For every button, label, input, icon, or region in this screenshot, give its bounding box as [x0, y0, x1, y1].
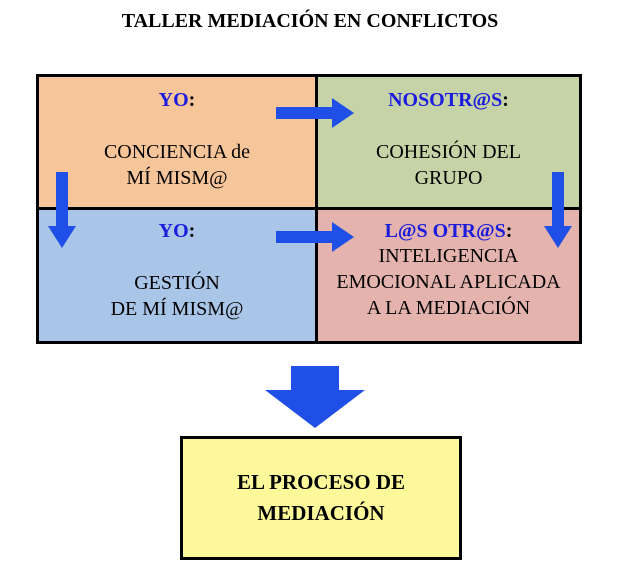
arrow-down-icon	[544, 172, 572, 248]
final-box-line: EL PROCESO DE	[236, 470, 406, 494]
heading-colon: :	[505, 220, 513, 242]
cell-body: COHESIÓN DEL GRUPO	[318, 139, 579, 191]
cell-heading: YO:	[39, 87, 315, 113]
heading-label: NOSOTR@S	[388, 89, 503, 111]
cell-heading: L@S OTR@S:	[318, 218, 579, 244]
cell-line: CONCIENCIA de	[103, 141, 251, 163]
arrow-right-icon	[276, 222, 354, 252]
arrow-right-icon	[276, 98, 354, 128]
cell-line: DE MÍ MISM@	[110, 298, 244, 320]
cell-line: GRUPO	[414, 167, 483, 189]
cell-line: EMOCIONAL APLICADA	[336, 271, 561, 293]
cell-yo-gestion: YO: GESTIÓN DE MÍ MISM@	[39, 210, 318, 341]
big-arrow-down-icon	[265, 366, 365, 428]
cell-heading: YO:	[39, 218, 315, 244]
heading-colon: :	[188, 220, 196, 242]
cell-body: CONCIENCIA de MÍ MISM@	[39, 139, 315, 191]
cell-body: INTELIGENCIA EMOCIONAL APLICADA A LA MED…	[318, 243, 579, 321]
final-process-box: EL PROCESO DE MEDIACIÓN	[180, 436, 462, 560]
cell-yo-conciencia: YO: CONCIENCIA de MÍ MISM@	[39, 77, 318, 210]
final-box-line: MEDIACIÓN	[257, 501, 385, 525]
final-box-text: EL PROCESO DE MEDIACIÓN	[237, 467, 405, 529]
cell-line: MÍ MISM@	[126, 167, 228, 189]
heading-label: YO	[158, 220, 189, 242]
cell-line: COHESIÓN DEL	[376, 141, 521, 163]
cell-line: GESTIÓN	[134, 272, 220, 294]
arrow-down-icon	[48, 172, 76, 248]
heading-label: YO	[158, 89, 189, 111]
heading-colon: :	[502, 89, 509, 111]
cell-line: A LA MEDIACIÓN	[366, 297, 531, 319]
cell-heading: NOSOTR@S:	[318, 87, 579, 113]
cell-nosotros-cohesion: NOSOTR@S: COHESIÓN DEL GRUPO	[318, 77, 579, 210]
quadrant-grid: YO: CONCIENCIA de MÍ MISM@ NOSOTR@S: COH…	[36, 74, 582, 344]
diagram-title: TALLER MEDIACIÓN EN CONFLICTOS	[121, 10, 499, 32]
cell-los-otros-inteligencia: L@S OTR@S: INTELIGENCIA EMOCIONAL APLICA…	[318, 210, 579, 341]
heading-colon: :	[188, 89, 196, 111]
heading-label: L@S OTR@S	[384, 220, 506, 242]
cell-line: INTELIGENCIA	[378, 245, 519, 267]
cell-body: GESTIÓN DE MÍ MISM@	[39, 270, 315, 322]
